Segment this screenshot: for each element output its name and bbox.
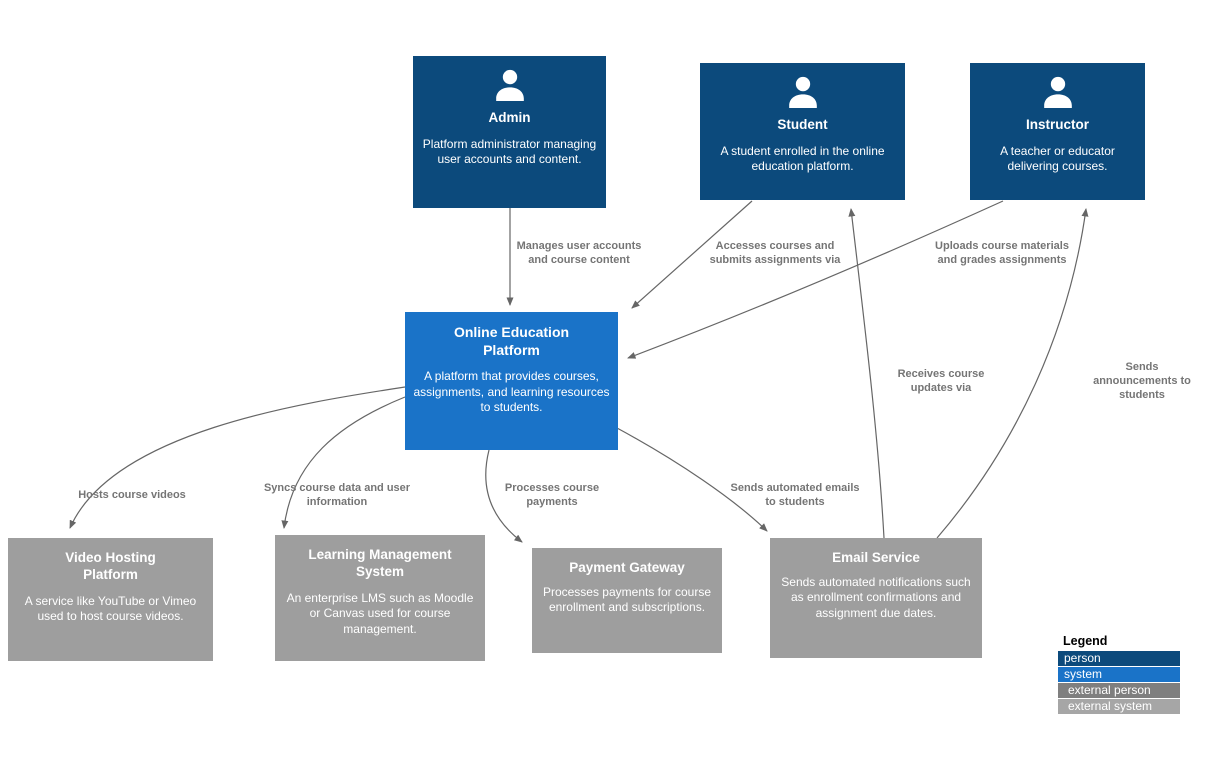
node-online-education-platform: Online Education Platform A platform tha… <box>405 312 618 450</box>
edge-label-platform-lms: Syncs course data and user information <box>263 482 411 508</box>
node-title: Payment Gateway <box>569 560 685 575</box>
node-student: Student A student enrolled in the online… <box>700 63 905 200</box>
node-description: A platform that provides courses, assign… <box>413 369 610 415</box>
node-description: A service like YouTube or Vimeo used to … <box>24 593 197 624</box>
edge-student-platform <box>631 200 753 309</box>
edge-label-platform-payment: Processes course payments <box>504 482 600 508</box>
node-instructor: Instructor A teacher or educator deliver… <box>970 63 1145 200</box>
edge-email-instructor <box>936 208 1089 539</box>
node-email-service: Email Service Sends automated notificati… <box>770 538 982 658</box>
node-description: Platform administrator managing user acc… <box>422 136 597 167</box>
node-description: A teacher or educator delivering courses… <box>1000 143 1115 174</box>
edge-label-student-platform: Accesses courses and submits assignments… <box>709 240 841 266</box>
legend-item-external-system: external system <box>1058 699 1180 714</box>
node-title: Learning Management System <box>308 547 452 579</box>
person-icon <box>788 76 817 108</box>
legend: Legend person system external person ext… <box>1058 634 1180 715</box>
node-description: A student enrolled in the online educati… <box>720 143 885 174</box>
person-icon <box>495 69 524 101</box>
edge-email-student <box>848 208 885 539</box>
edge-label-platform-video: Hosts course videos <box>78 489 186 501</box>
node-description: Sends automated notifications such as en… <box>781 574 971 621</box>
edge-label-email-instructor: Sends announcements to students <box>1093 361 1191 401</box>
node-description: Processes payments for course enrollment… <box>542 584 712 615</box>
node-title: Instructor <box>1025 117 1089 132</box>
legend-item-system: system <box>1058 667 1180 682</box>
edge-platform-video <box>69 386 406 529</box>
edge-instructor-platform <box>627 200 1004 359</box>
legend-title: Legend <box>1063 634 1108 648</box>
node-video-hosting-platform: Video Hosting Platform A service like Yo… <box>8 538 213 661</box>
node-title: Email Service <box>832 550 920 565</box>
edge-platform-payment <box>485 449 523 543</box>
node-payment-gateway: Payment Gateway Processes payments for c… <box>532 548 722 653</box>
node-title: Video Hosting Platform <box>65 550 156 582</box>
edge-label-platform-email: Sends automated emails to students <box>730 482 860 508</box>
legend-item-external-person: external person <box>1058 683 1180 698</box>
edge-label-instructor-platform: Uploads course materials and grades assi… <box>935 240 1069 266</box>
node-title: Admin <box>488 110 531 125</box>
node-admin: Admin Platform administrator managing us… <box>413 56 606 208</box>
edge-label-admin-platform: Manages user accounts and course content <box>516 240 642 266</box>
node-learning-management-system: Learning Management System An enterprise… <box>275 535 485 661</box>
person-icon <box>1043 76 1072 108</box>
edge-platform-lms <box>281 396 406 529</box>
edge-platform-email <box>616 427 768 532</box>
node-title: Student <box>777 117 828 132</box>
node-title: Online Education Platform <box>453 324 570 358</box>
legend-item-person: person <box>1058 651 1180 666</box>
node-description: An enterprise LMS such as Moodle or Canv… <box>286 590 474 636</box>
edge-label-email-student: Receives course updates via <box>897 368 985 394</box>
